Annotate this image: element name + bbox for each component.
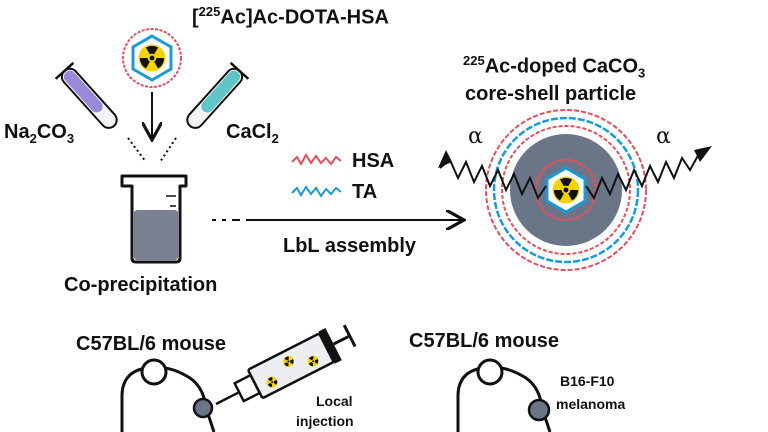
- mouse-right-note-line2: melanoma: [556, 396, 626, 412]
- legend-ta-swatch: [291, 185, 342, 198]
- test-tube-right: [186, 61, 250, 129]
- alpha-symbol-right: α: [656, 124, 671, 149]
- legend-hsa-swatch: [291, 153, 342, 167]
- reagent-left-label: Na2CO3: [4, 121, 75, 146]
- mouse-right-title: C57BL/6 mouse: [409, 330, 560, 352]
- mouse-right-note-line1: B16-F10: [560, 373, 615, 389]
- syringe-icon: [215, 324, 357, 406]
- coprecipitation-label: Co-precipitation: [64, 274, 218, 296]
- legend-ta-label: TA: [352, 181, 378, 203]
- reagent-right-label: CaCl2: [226, 121, 279, 146]
- mouse-left-note-line1: Local: [316, 393, 353, 409]
- beaker-icon: [120, 174, 188, 264]
- mouse-right-illustration: [456, 358, 552, 432]
- mouse-left-title: C57BL/6 mouse: [76, 333, 227, 355]
- test-tube-left: [54, 61, 118, 129]
- core-shell-particle: [485, 109, 647, 271]
- precursor-particle: [122, 28, 182, 88]
- assembly-label: LbL assembly: [283, 235, 417, 257]
- particle-title-line2: core-shell particle: [465, 83, 637, 105]
- alpha-radiation-right: [585, 146, 712, 201]
- alpha-symbol-left: α: [468, 124, 483, 149]
- particle-title-line1: 225Ac-doped CaCO3: [463, 53, 646, 81]
- mouse-left-illustration: [120, 358, 216, 432]
- mouse-left-note-line2: injection: [296, 413, 354, 429]
- alpha-radiation-left: [438, 150, 547, 201]
- title-radiolabel: [225Ac]Ac-DOTA-HSA: [192, 4, 389, 29]
- legend-hsa-label: HSA: [352, 150, 395, 172]
